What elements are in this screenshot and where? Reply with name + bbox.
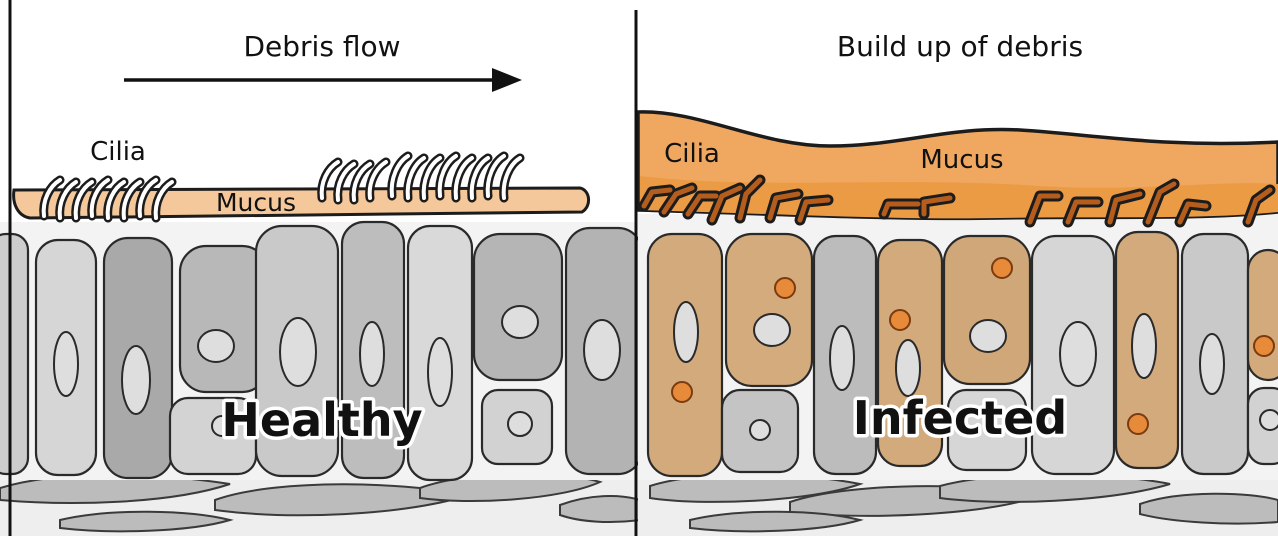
infected-mucus-label: Mucus [920,145,1003,175]
healthy-mucus-label: Mucus [216,188,296,217]
debris-buildup-title: Build up of debris [837,30,1083,63]
healthy-state-label: Healthy [221,393,422,447]
infected-state-label: Infected [853,391,1067,445]
healthy-panel: Debris flow Cilia Mucus Healthy [0,30,642,536]
debris-flow-arrow [124,68,522,92]
infected-cilia-label: Cilia [664,139,720,169]
infected-panel: Build up of debris Cilia Mucus Infected [638,30,1278,536]
healthy-cilia-label: Cilia [90,137,146,167]
debris-flow-label: Debris flow [243,30,400,63]
